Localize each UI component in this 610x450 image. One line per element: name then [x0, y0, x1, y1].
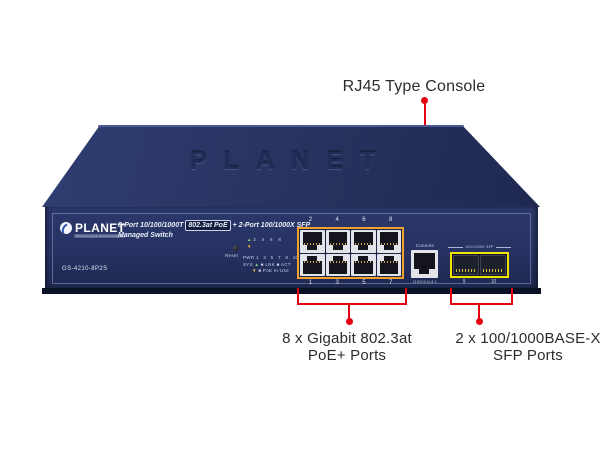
- console-pointer-dot: [421, 97, 428, 104]
- sfp-title-rule-right: [495, 246, 511, 248]
- rj45-port-3[interactable]: [325, 253, 350, 276]
- poe-bracket: [297, 288, 407, 305]
- console-port[interactable]: [411, 250, 438, 278]
- sfp-title-row: 100/1000X SFP: [448, 245, 511, 249]
- sfp-bracket-stem: [478, 304, 480, 321]
- console-baud-label: 115200,N,8,1: [412, 280, 438, 284]
- sfp-title: 100/1000X SFP: [465, 245, 494, 249]
- poe-port-group: [297, 227, 404, 279]
- brand-logo: PLANET: [60, 221, 125, 235]
- embossed-brand: PLANET: [190, 147, 392, 175]
- brand-tagline: Networking & Communication: [74, 234, 126, 238]
- reset-button[interactable]: [233, 246, 238, 251]
- sfp-bracket: [450, 288, 513, 305]
- rj45-port-8[interactable]: [376, 230, 401, 253]
- poe-arrow-icon: ▼: [247, 244, 252, 249]
- model-number: GS-4210-8P2S: [62, 266, 108, 272]
- chassis-bottom-strip: [42, 288, 541, 294]
- console-port-label: Console: [415, 243, 435, 248]
- poe-bracket-stem: [348, 304, 350, 321]
- led-row-pwr: PWR 1 3 5 7 9 10: [243, 255, 299, 260]
- headline-suffix: + 2-Port 100/1000X SFP: [232, 222, 311, 229]
- port-numbers-bottom: 1 3 5 7: [308, 280, 393, 286]
- sfp-port-group: [450, 252, 509, 278]
- poe-callout-label: 8 x Gigabit 802.3at PoE+ Ports: [282, 330, 412, 364]
- globe-icon: [60, 222, 72, 234]
- chassis-top-edge: [98, 125, 464, 127]
- headline-prefix: 8-Port 10/100/1000T: [118, 222, 184, 229]
- sfp-numbers: 9 10: [462, 279, 497, 285]
- headline-line2: Managed Switch: [118, 232, 173, 239]
- sfp-title-rule-left: [448, 246, 464, 248]
- legend-lnk-icon: ▲: [254, 262, 260, 267]
- rj45-port-7[interactable]: [376, 253, 401, 276]
- reset-label: Reset: [225, 253, 239, 258]
- rj45-port-6[interactable]: [351, 230, 376, 253]
- sfp-bracket-dot: [476, 318, 483, 325]
- poe-badge: 802.3at PoE: [185, 220, 231, 231]
- lnk-arrow-icon: ▲: [247, 237, 252, 242]
- brand-name: PLANET: [75, 221, 126, 235]
- rj45-port-5[interactable]: [351, 253, 376, 276]
- rj45-port-1[interactable]: [300, 253, 325, 276]
- poe-bracket-dot: [346, 318, 353, 325]
- sfp-port-9[interactable]: [453, 255, 479, 275]
- sfp-port-10[interactable]: [480, 255, 506, 275]
- led-row-sys: SYS ▲ ■ LNK ■ ACT: [243, 262, 291, 267]
- front-panel-outline: [52, 213, 531, 284]
- switch-top-face: PLANET: [42, 125, 540, 207]
- console-callout-label: RJ45 Type Console: [342, 78, 486, 95]
- rj45-port-2[interactable]: [300, 230, 325, 253]
- led-row-even: ▲ 2 4 6 8: [247, 237, 282, 242]
- led-row-down: ▼: [247, 244, 252, 249]
- product-headline: 8-Port 10/100/1000T 802.3at PoE + 2-Port…: [118, 220, 358, 240]
- legend-poe-icon: ▼: [252, 268, 257, 273]
- led-row-poe-legend: ▼ ■ PoE In-Use: [252, 268, 289, 273]
- sfp-callout-label: 2 x 100/1000BASE-X SFP Ports: [455, 330, 601, 364]
- port-numbers-top: 2 4 6 8: [308, 217, 393, 223]
- rj45-port-4[interactable]: [325, 230, 350, 253]
